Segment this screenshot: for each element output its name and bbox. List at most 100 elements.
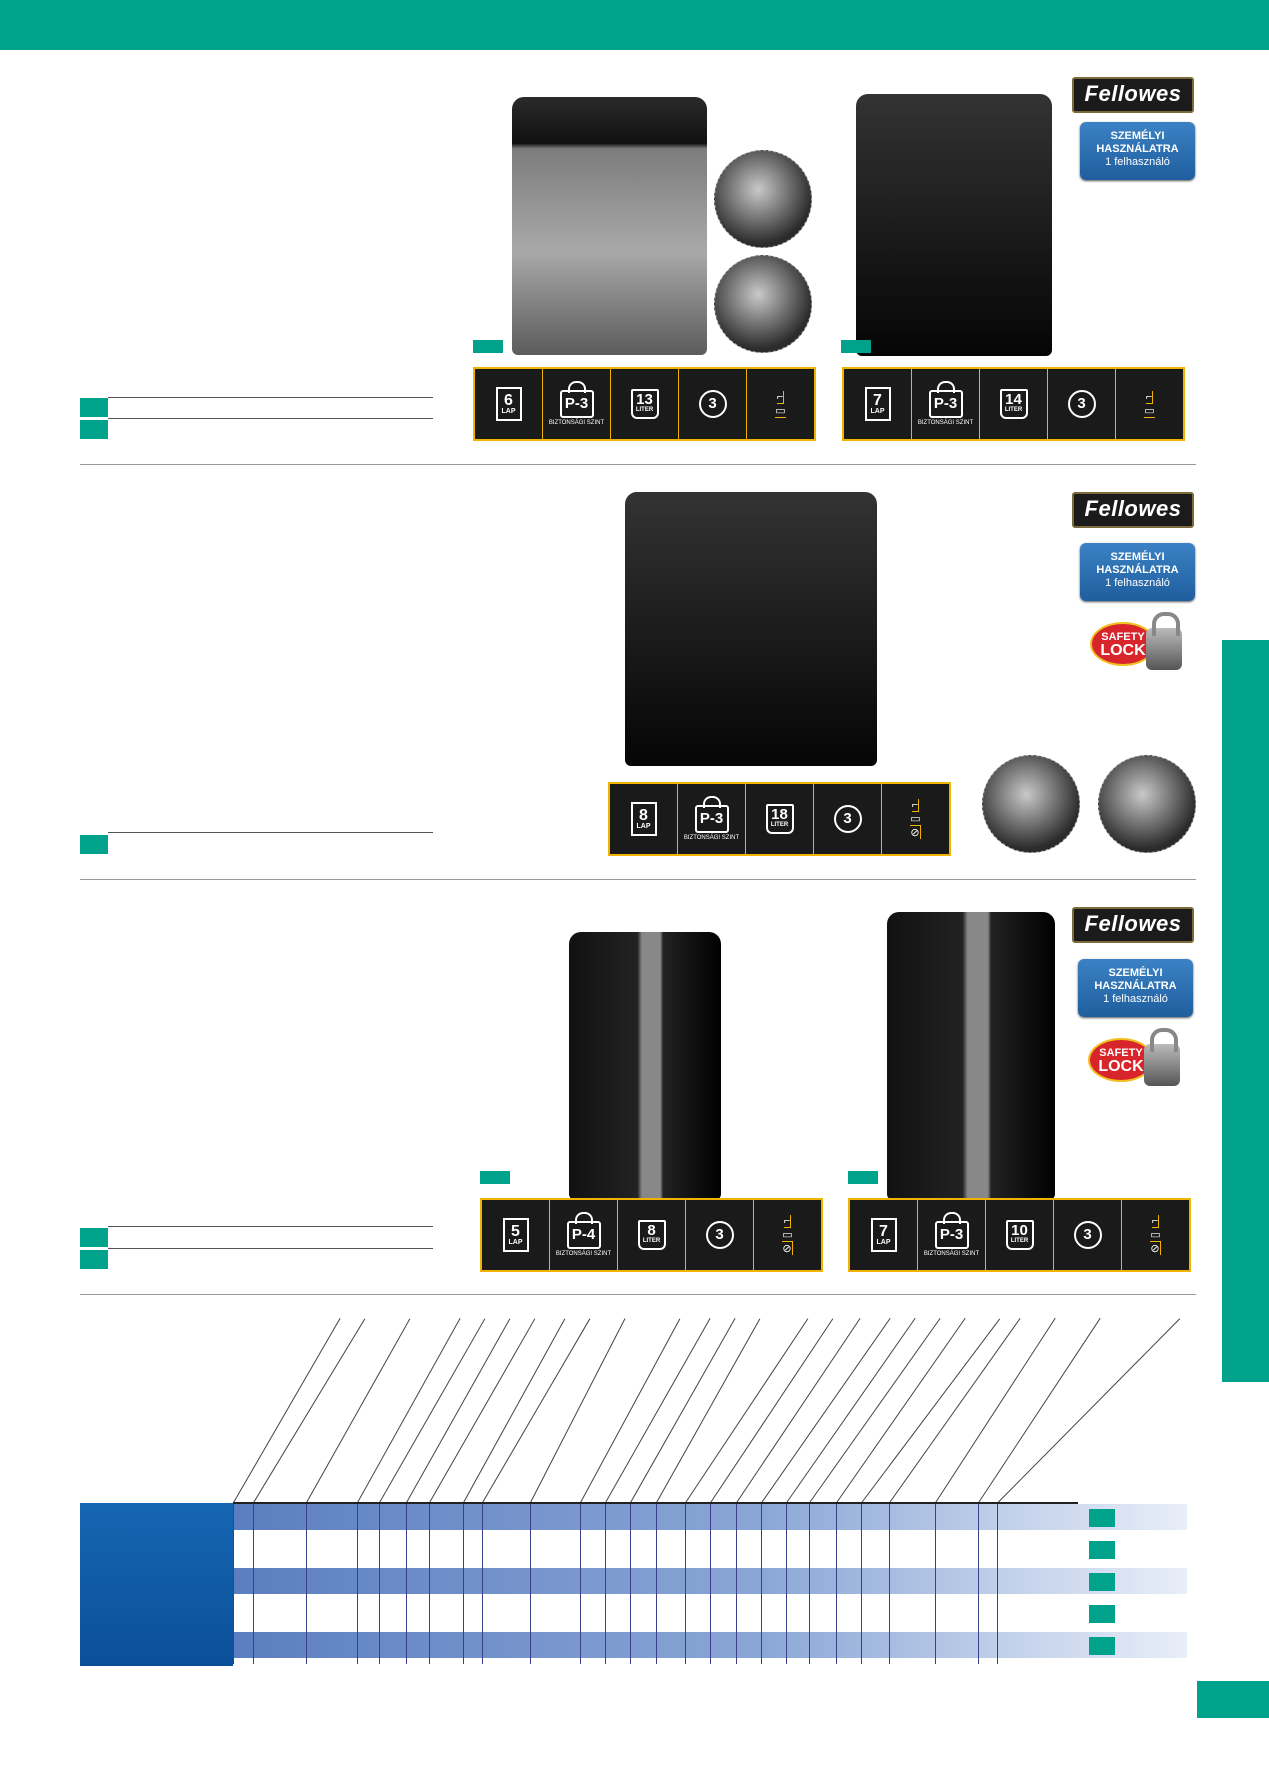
column-separator (761, 1504, 762, 1664)
column-separator (605, 1504, 606, 1664)
header-diagonal-line (356, 1318, 461, 1504)
detail-photo-bin (1098, 755, 1196, 853)
users-count: 3 (1048, 369, 1116, 439)
header-diagonal-line (684, 1318, 809, 1504)
shredder-image-1 (512, 97, 707, 355)
table-header-block (80, 1503, 233, 1666)
column-separator (306, 1504, 307, 1664)
code-marker (80, 835, 108, 854)
credit-card-icon: ▭ (775, 404, 786, 418)
column-separator (809, 1504, 810, 1664)
row-code-marker (1089, 1605, 1115, 1623)
column-separator (379, 1504, 380, 1664)
fellowes-logo: Fellowes (1072, 492, 1194, 528)
column-separator (253, 1504, 254, 1664)
header-diagonal-line (629, 1318, 736, 1504)
users-count: 3 (679, 369, 747, 439)
shredder-image-4 (569, 932, 721, 1200)
header-diagonal-line (529, 1318, 626, 1504)
staple-icon: ⌐ (783, 1215, 792, 1228)
header-diagonal-line (760, 1318, 891, 1504)
code-marker (480, 1171, 510, 1184)
column-separator (580, 1504, 581, 1664)
column-separator (861, 1504, 862, 1664)
credit-card-icon: ▭ (910, 813, 921, 826)
header-diagonal-line (888, 1318, 1021, 1504)
header-diagonal-line (808, 1318, 941, 1504)
header-diagonal-line (481, 1318, 591, 1504)
column-separator (406, 1504, 407, 1664)
column-separator (786, 1504, 787, 1664)
column-separator (836, 1504, 837, 1664)
header-diagonal-line (934, 1318, 1056, 1504)
column-separator (997, 1504, 998, 1664)
feature-grid: ⌐▭⊘ (882, 784, 949, 854)
staple-icon: ⌐ (776, 390, 785, 404)
users-count: 3 (814, 784, 882, 854)
users-count: 3 (1054, 1200, 1122, 1270)
section-divider (80, 879, 1196, 880)
fellowes-logo: Fellowes (1072, 77, 1194, 113)
row-code-marker (1089, 1573, 1115, 1591)
header-diagonal-line (462, 1318, 566, 1504)
header-diagonal-line (428, 1318, 536, 1504)
section-divider (80, 1294, 1196, 1295)
column-separator (482, 1504, 483, 1664)
column-separator (710, 1504, 711, 1664)
credit-card-icon: ▭ (782, 1229, 793, 1242)
column-separator (463, 1504, 464, 1664)
code-marker (80, 1228, 108, 1247)
header-diagonal-line (405, 1318, 511, 1504)
row-code-marker (1089, 1541, 1115, 1559)
code-marker (80, 420, 108, 439)
column-separator (530, 1504, 531, 1664)
column-separator (736, 1504, 737, 1664)
staple-icon: ⌐ (1145, 390, 1154, 404)
section-divider (80, 464, 1196, 465)
code-marker (473, 340, 503, 353)
header-diagonal-line (604, 1318, 711, 1504)
paperclip-icon: ⊘ (910, 826, 921, 839)
column-separator (357, 1504, 358, 1664)
table-columns (233, 1504, 1078, 1664)
detail-photo-feed (714, 255, 812, 353)
staple-icon: ⌐ (1151, 1215, 1160, 1228)
column-separator (889, 1504, 890, 1664)
code-marker (80, 398, 108, 417)
detail-photo-bin (714, 150, 812, 248)
code-marker (841, 340, 871, 353)
header-diagonal-line (785, 1318, 916, 1504)
credit-card-icon: ▭ (1144, 404, 1155, 418)
column-separator (233, 1504, 234, 1664)
header-diagonal-line (378, 1318, 486, 1504)
feature-grid: ⌐▭⊘ (1122, 1200, 1189, 1270)
code-marker (848, 1171, 878, 1184)
header-diagonal-line (252, 1318, 366, 1504)
column-separator (685, 1504, 686, 1664)
feature-grid: ⌐▭ (747, 369, 814, 439)
header-diagonal-line (835, 1318, 966, 1504)
paperclip-icon: ⊘ (1150, 1242, 1161, 1255)
column-separator (656, 1504, 657, 1664)
staple-icon: ⌐ (911, 799, 920, 812)
row-code-marker (1089, 1509, 1115, 1527)
header-diagonal-line (232, 1318, 341, 1504)
